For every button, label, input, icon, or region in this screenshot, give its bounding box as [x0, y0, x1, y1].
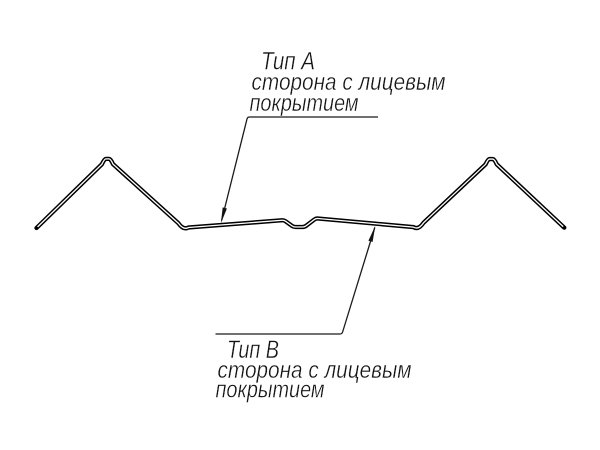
svg-text:Тип В: Тип В: [227, 336, 279, 364]
svg-text:покрытием: покрытием: [216, 377, 325, 404]
svg-text:сторона с лицевым: сторона с лицевым: [252, 69, 446, 96]
svg-text:покрытием: покрытием: [250, 90, 359, 117]
svg-text:сторона с лицевым: сторона с лицевым: [218, 357, 412, 384]
svg-text:Тип А: Тип А: [261, 48, 315, 76]
